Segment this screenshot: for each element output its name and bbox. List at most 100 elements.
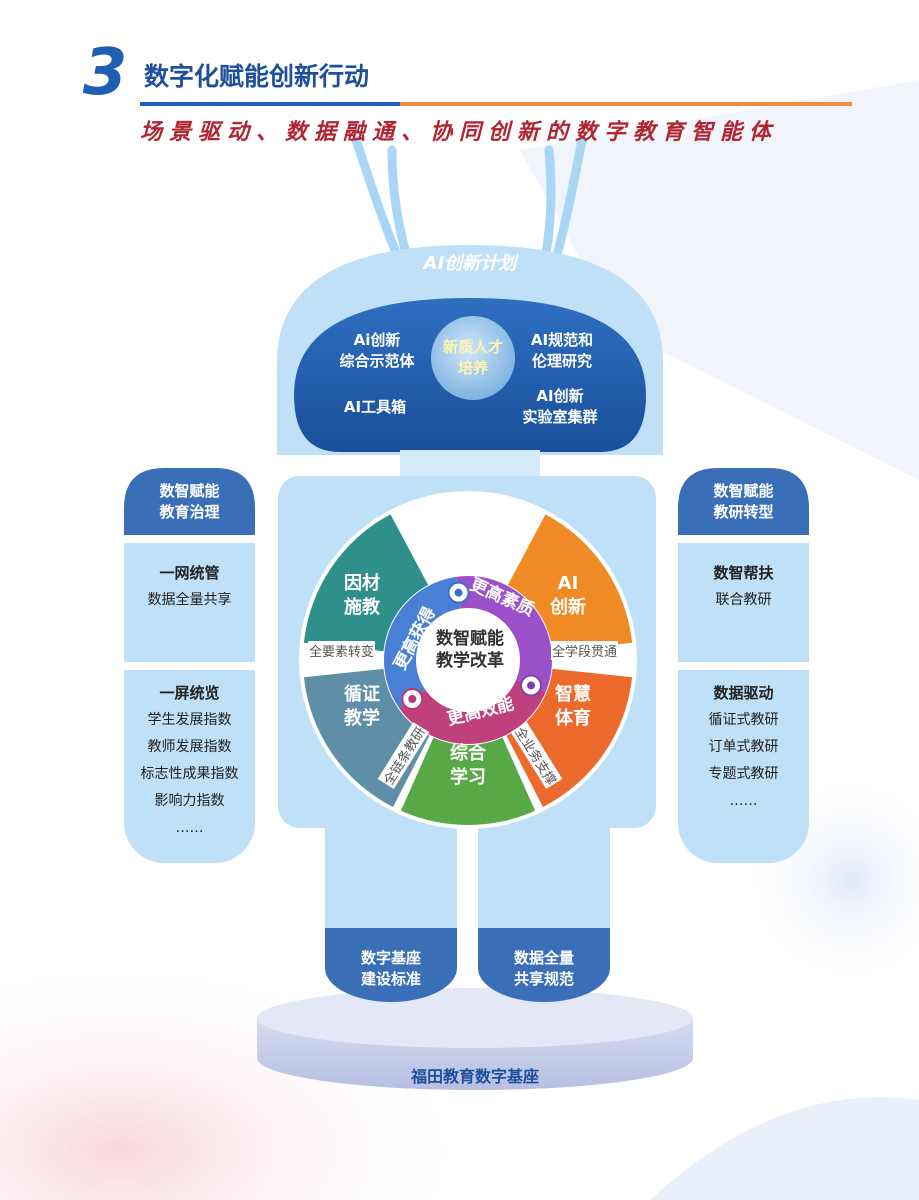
- segment-zhihui-tiyu-line-2: 体育: [555, 708, 591, 729]
- head-center: 新质人才 培养: [431, 337, 515, 379]
- segment-ai-chuangxin-line-1: AI: [557, 573, 579, 594]
- segment-xunzheng-line-1: 循证: [344, 684, 380, 705]
- hourglass-icon-dot: [454, 588, 463, 597]
- segment-zonghe-xuexi-line-2: 学习: [450, 767, 486, 788]
- leg-left-upper: [325, 828, 457, 928]
- right-box-1-title: 数智帮扶: [713, 564, 774, 582]
- head-title: AI创新计划: [423, 253, 517, 274]
- title-underline-orange: [400, 102, 852, 106]
- ring-more-quality-shape: [456, 576, 552, 692]
- head-center-line-1: 新质人才: [442, 338, 503, 356]
- right-arm-header-line-1: 数智赋能: [713, 482, 774, 500]
- ai-ethics-line-1: AI规范和: [530, 331, 594, 349]
- section-number: 3: [82, 36, 128, 110]
- arm-right-divider-2: [678, 662, 809, 670]
- right-box-2-item: 订单式教研: [708, 739, 779, 755]
- wheel-center-line-2: 教学改革: [436, 651, 504, 671]
- header: 3 数字化赋能创新行动 场景驱动、数据融通、协同创新的数字教育智能体: [0, 0, 919, 160]
- left-arm-box-2: 一屏统览 学生发展指数 教师发展指数 标志性成果指数 影响力指数 ……: [124, 680, 255, 842]
- wheel-center-line-1: 数智赋能: [436, 629, 504, 649]
- leg-left-foot: [325, 928, 457, 1002]
- segment-zonghe-xuexi-shape: [400, 737, 536, 825]
- base-platform-top: [257, 988, 693, 1048]
- right-box-1-item: 联合教研: [715, 592, 772, 608]
- head-center-line-2: 培养: [457, 359, 488, 377]
- right-arm-header: 数智赋能 教研转型: [678, 481, 809, 523]
- segment-zhihui-tiyu-line-1: 智慧: [555, 684, 591, 705]
- head-orb: [431, 316, 515, 400]
- segment-zonghe-xuexi: 综合 学习: [436, 742, 500, 790]
- right-arm-box-2: 数据驱动 循证式教研 订单式教研 专题式教研 ……: [678, 680, 809, 815]
- arm-left-header: [124, 468, 255, 535]
- spoke-left: 全要素转变: [308, 641, 376, 660]
- left-arm-header-line-2: 教育治理: [159, 503, 220, 521]
- spoke-right: 全学段贯通: [551, 641, 619, 660]
- right-box-2-item: 循证式教研: [708, 712, 779, 728]
- head-item-ai-toolbox: AI工具箱: [325, 397, 425, 418]
- segment-ai-chuangxin-line-2: 创新: [550, 597, 586, 618]
- thumbs-up-icon-dot: [408, 695, 417, 704]
- head-item-ai-ethics: AI规范和 伦理研究: [512, 330, 612, 372]
- base-label: 福田教育数字基座: [410, 1067, 539, 1086]
- leg-left-label: 数字基座 建设标准: [325, 948, 457, 990]
- ai-demo-line-2: 综合示范体: [339, 352, 415, 370]
- segment-xunzheng-line-2: 教学: [344, 708, 380, 729]
- leg-left-line-2: 建设标准: [360, 970, 421, 988]
- left-box-2-item: 教师发展指数: [147, 739, 232, 755]
- arm-left-divider-2: [124, 662, 255, 670]
- left-box-2-item: ……: [175, 820, 204, 836]
- leg-right-foot: [478, 928, 610, 1002]
- leg-left-line-1: 数字基座: [360, 949, 421, 967]
- chart-icon-dot: [527, 681, 536, 690]
- ai-lab-line-2: 实验室集群: [522, 408, 598, 426]
- ring-more-gain-shape: [384, 576, 461, 709]
- head-item-ai-lab: AI创新 实验室集群: [505, 386, 615, 428]
- ai-toolbox-line-1: AI工具箱: [343, 398, 407, 416]
- left-box-2-item: 标志性成果指数: [140, 766, 239, 782]
- wheel-hub: [417, 609, 519, 711]
- left-box-1-item: 数据全量共享: [147, 592, 232, 608]
- antenna-right: [550, 135, 587, 267]
- head-item-ai-demo: Ai创新 综合示范体: [322, 330, 432, 372]
- left-box-2-item: 影响力指数: [154, 793, 225, 809]
- arm-right-divider-1: [678, 535, 809, 543]
- segment-ai-chuangxin: AI 创新: [536, 572, 600, 620]
- ai-demo-line-1: Ai创新: [353, 331, 401, 349]
- right-arm-box-1: 数智帮扶 联合教研: [678, 560, 809, 614]
- left-arm-box-1: 一网统管 数据全量共享: [124, 560, 255, 614]
- page-title: 数字化赋能创新行动: [144, 62, 370, 91]
- segment-yincaishijiao: 因材 施教: [330, 572, 394, 620]
- page-subtitle: 场景驱动、数据融通、协同创新的数字教育智能体: [140, 119, 779, 145]
- leg-right-line-1: 数据全量: [513, 949, 574, 967]
- right-arm-header-line-2: 教研转型: [713, 503, 774, 521]
- leg-right-label: 数据全量 共享规范: [478, 948, 610, 990]
- ai-lab-line-1: AI创新: [536, 387, 584, 405]
- segment-zonghe-xuexi-line-1: 综合: [450, 743, 486, 764]
- segment-yincaishijiao-line-1: 因材: [344, 573, 380, 594]
- left-arm-header-line-1: 数智赋能: [159, 482, 220, 500]
- left-arm-header: 数智赋能 教育治理: [124, 481, 255, 523]
- leg-right-line-2: 共享规范: [513, 970, 574, 988]
- ring-more-efficiency-shape: [399, 679, 546, 744]
- segment-yincaishijiao-line-2: 施教: [344, 597, 380, 618]
- title-underline-blue: [140, 102, 400, 106]
- antenna-left: [351, 135, 405, 267]
- leg-right-upper: [478, 828, 610, 928]
- wheel-center: 数智赋能 教学改革: [420, 628, 520, 672]
- robot-neck: [400, 450, 540, 478]
- left-box-1-title: 一网统管: [159, 564, 220, 582]
- arm-left-divider-1: [124, 535, 255, 543]
- segment-yincaishijiao-shape: [303, 514, 429, 652]
- segment-zhihui-tiyu: 智慧 体育: [541, 683, 605, 731]
- left-box-2-title: 一屏统览: [159, 684, 220, 702]
- antenna-right-2: [540, 145, 556, 265]
- right-box-2-item: ……: [729, 793, 758, 809]
- left-box-2-item: 学生发展指数: [147, 712, 232, 728]
- antenna-left-2: [387, 145, 413, 265]
- segment-ai-chuangxin-shape: [507, 514, 633, 652]
- arm-right-header: [678, 468, 809, 535]
- ai-ethics-line-2: 伦理研究: [531, 352, 592, 370]
- right-box-2-item: 专题式教研: [708, 766, 779, 782]
- segment-xunzheng: 循证 教学: [330, 683, 394, 731]
